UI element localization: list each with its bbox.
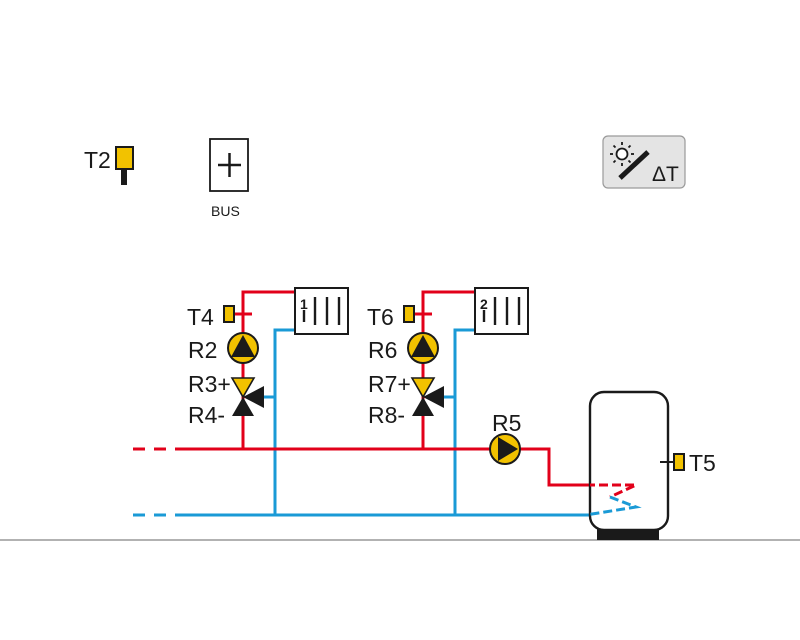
sensor-t4-icon — [223, 305, 235, 323]
pump-r5-label: R5 — [492, 410, 521, 436]
valve-r3-label: R3+ — [188, 371, 231, 397]
sensor-t2: T2 — [84, 146, 134, 185]
pump-r2-label: R2 — [188, 337, 217, 363]
sensor-t2-icon — [115, 146, 134, 170]
valve-close-icon — [412, 397, 434, 416]
valve-open-icon — [410, 377, 436, 399]
bus-module[interactable]: BUS — [209, 138, 249, 219]
valve-r7-label: R7+ — [368, 371, 411, 397]
sensor-t5-icon — [673, 453, 685, 471]
radiator-1-number: 1 — [300, 296, 308, 312]
valve-side-icon — [243, 386, 264, 408]
tank-body — [588, 390, 670, 532]
sensor-t2-label: T2 — [84, 147, 111, 173]
mixing-valve-1 — [230, 377, 264, 416]
sensor-t6-label: T6 — [367, 304, 394, 330]
valve-close-icon — [232, 397, 254, 416]
coil-supply — [590, 483, 637, 499]
radiator-2: 2 — [474, 287, 529, 335]
valve-open-icon — [230, 377, 256, 399]
sensor-t6-icon — [403, 305, 415, 323]
valve-r8-label: R8- — [368, 402, 405, 428]
radiator-1: 1 — [294, 287, 349, 335]
pump-r6 — [407, 332, 439, 364]
valve-r4-label: R4- — [188, 402, 225, 428]
pump-r6-label: R6 — [368, 337, 397, 363]
pump-r2 — [227, 332, 259, 364]
collector-icon — [618, 150, 650, 180]
sensor-t5-label: T5 — [689, 450, 716, 476]
mixing-valve-2 — [410, 377, 444, 416]
pump-r5: R5 — [489, 410, 521, 465]
sun-icon — [610, 142, 634, 166]
solar-delta-t-button[interactable]: ΔT — [602, 135, 686, 189]
return-pipes — [133, 328, 600, 517]
heating-circuit-2: T6 R6 R7+ R8- 2 — [367, 287, 529, 428]
storage-tank: T5 — [588, 390, 716, 540]
delta-t-label: ΔT — [652, 163, 679, 186]
heating-circuit-1: T4 R2 R3+ R4- 1 — [187, 287, 349, 428]
coil-return — [590, 495, 642, 517]
radiator-2-number: 2 — [480, 296, 488, 312]
valve-side-icon — [423, 386, 444, 408]
bus-label: BUS — [211, 203, 240, 219]
sensor-t4-label: T4 — [187, 304, 214, 330]
